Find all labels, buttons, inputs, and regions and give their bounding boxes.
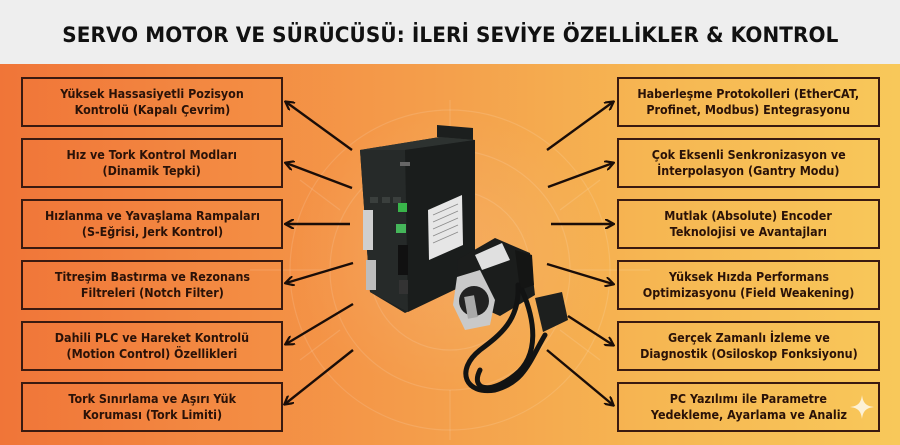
- feature-line-1: Mutlak (Absolute) Encoder: [664, 208, 833, 223]
- feature-line-2: Filtreleri (Notch Filter): [80, 285, 224, 300]
- feature-line-1: Tork Sınırlama ve Aşırı Yük: [68, 391, 236, 406]
- feature-line-1: Hız ve Tork Kontrol Modları: [66, 147, 238, 162]
- feature-box-ramps: Hızlanma ve Yavaşlama Rampaları (S-Eğris…: [21, 199, 283, 249]
- feature-box-absolute-encoder: Mutlak (Absolute) Encoder Teknolojisi ve…: [617, 199, 880, 249]
- feature-box-vibration: Titreşim Bastırma ve Rezonans Filtreleri…: [21, 260, 283, 310]
- feature-line-2: Optimizasyonu (Field Weakening): [642, 285, 855, 300]
- servo-drive-icon: [360, 125, 475, 313]
- feature-line-1: Dahili PLC ve Hareket Kontrolü: [54, 330, 250, 345]
- feature-box-diagnostics: Gerçek Zamanlı İzleme ve Diagnostik (Osi…: [617, 321, 880, 371]
- feature-box-pc-software: PC Yazılımı ile Parametre Yedekleme, Aya…: [617, 382, 880, 432]
- feature-line-1: Yüksek Hızda Performans: [668, 269, 829, 284]
- feature-line-2: Profinet, Modbus) Entegrasyonu: [646, 102, 851, 117]
- feature-line-2: İnterpolasyon (Gantry Modu): [657, 163, 840, 178]
- page-title: SERVO MOTOR VE SÜRÜCÜSÜ: İLERİ SEVİYE ÖZ…: [61, 22, 839, 48]
- cable-icon: [463, 282, 548, 394]
- feature-line-2: Diagnostik (Osiloskop Fonksiyonu): [639, 346, 858, 361]
- feature-line-2: (Dinamik Tepki): [102, 163, 202, 178]
- header-band: SERVO MOTOR VE SÜRÜCÜSÜ: İLERİ SEVİYE ÖZ…: [0, 0, 900, 64]
- feature-line-2: Kontrolü (Kapalı Çevrim): [74, 102, 230, 117]
- feature-line-1: Yüksek Hassasiyetli Pozisyon: [60, 86, 244, 101]
- feature-box-multi-axis: Çok Eksenli Senkronizasyon ve İnterpolas…: [617, 138, 880, 188]
- feature-line-2: (Motion Control) Özellikleri: [66, 346, 238, 361]
- feature-box-position-control: Yüksek Hassasiyetli Pozisyon Kontrolü (K…: [21, 77, 283, 127]
- feature-line-2: Koruması (Tork Limiti): [82, 407, 222, 422]
- feature-line-1: Haberleşme Protokolleri (EtherCAT,: [637, 86, 860, 101]
- feature-line-1: Titreşim Bastırma ve Rezonans: [54, 269, 250, 284]
- feature-line-1: Çok Eksenli Senkronizasyon ve: [651, 147, 846, 162]
- feature-line-1: Hızlanma ve Yavaşlama Rampaları: [44, 208, 260, 223]
- feature-line-1: Gerçek Zamanlı İzleme ve: [667, 330, 830, 345]
- feature-box-protocols: Haberleşme Protokolleri (EtherCAT, Profi…: [617, 77, 880, 127]
- feature-box-torque-limit: Tork Sınırlama ve Aşırı Yük Koruması (To…: [21, 382, 283, 432]
- feature-line-2: Teknolojisi ve Avantajları: [669, 224, 828, 239]
- servo-product-illustration: [360, 125, 568, 394]
- connector-plug-icon: [535, 292, 568, 332]
- feature-box-field-weakening: Yüksek Hızda Performans Optimizasyonu (F…: [617, 260, 880, 310]
- feature-box-speed-torque: Hız ve Tork Kontrol Modları (Dinamik Tep…: [21, 138, 283, 188]
- feature-box-plc: Dahili PLC ve Hareket Kontrolü (Motion C…: [21, 321, 283, 371]
- feature-line-2: Yedekleme, Ayarlama ve Analiz: [650, 407, 847, 422]
- feature-line-1: PC Yazılımı ile Parametre: [669, 391, 828, 406]
- sparkle-icon: [850, 395, 874, 419]
- feature-line-2: (S-Eğrisi, Jerk Kontrol): [81, 224, 223, 239]
